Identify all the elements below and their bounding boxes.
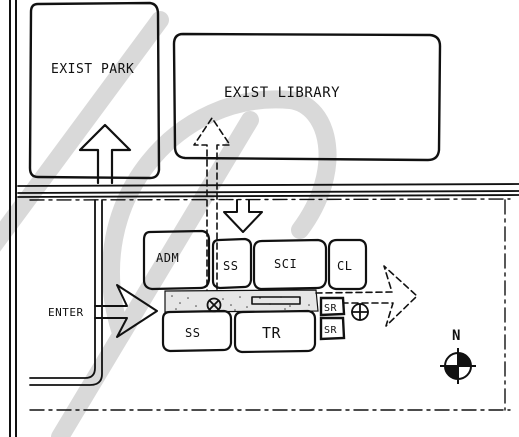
courtyard-connectors bbox=[251, 296, 301, 305]
down-arrow bbox=[223, 199, 263, 233]
sr-bottom-label: SR bbox=[324, 325, 338, 336]
left-edge-lines bbox=[9, 0, 17, 437]
exist-park-block: EXIST PARK bbox=[28, 1, 161, 185]
adm-label: ADM bbox=[156, 251, 179, 265]
exist-park-label: EXIST PARK bbox=[51, 62, 134, 77]
enter-arrow bbox=[94, 284, 158, 338]
entry-drive bbox=[29, 199, 103, 386]
ss-top-label: SS bbox=[223, 259, 238, 273]
building-tr: TR bbox=[233, 309, 317, 354]
building-ss-bottom: SS bbox=[161, 309, 233, 353]
exist-library-block: EXIST LIBRARY bbox=[172, 32, 442, 297]
sr-top-label: SR bbox=[324, 303, 338, 314]
exit-arrow bbox=[315, 265, 418, 327]
road bbox=[17, 183, 519, 198]
building-sr-top: SR bbox=[319, 296, 346, 317]
building-adm: ADM bbox=[142, 229, 211, 291]
ss-bottom-label: SS bbox=[185, 326, 200, 340]
circle-x-symbol bbox=[206, 297, 222, 313]
watermark bbox=[0, 11, 337, 437]
sci-label: SCI bbox=[274, 257, 297, 271]
cl-label: CL bbox=[337, 259, 352, 273]
tr-label: TR bbox=[262, 324, 282, 342]
building-ss-top: SS bbox=[211, 237, 253, 290]
exist-library-label: EXIST LIBRARY bbox=[224, 85, 340, 101]
site-boundary bbox=[29, 198, 511, 411]
building-sr-bottom: SR bbox=[319, 316, 346, 341]
enter-group: ENTER bbox=[48, 284, 158, 338]
north-arrow: N bbox=[440, 328, 476, 384]
enter-label: ENTER bbox=[48, 306, 84, 319]
park-entry-arrow bbox=[78, 123, 132, 185]
library-access-arrow bbox=[193, 117, 231, 297]
circle-plus-symbol bbox=[351, 303, 369, 321]
courtyard bbox=[164, 289, 319, 313]
building-sci: SCI bbox=[252, 238, 328, 291]
north-label: N bbox=[452, 328, 461, 344]
building-cl: CL bbox=[327, 238, 368, 291]
